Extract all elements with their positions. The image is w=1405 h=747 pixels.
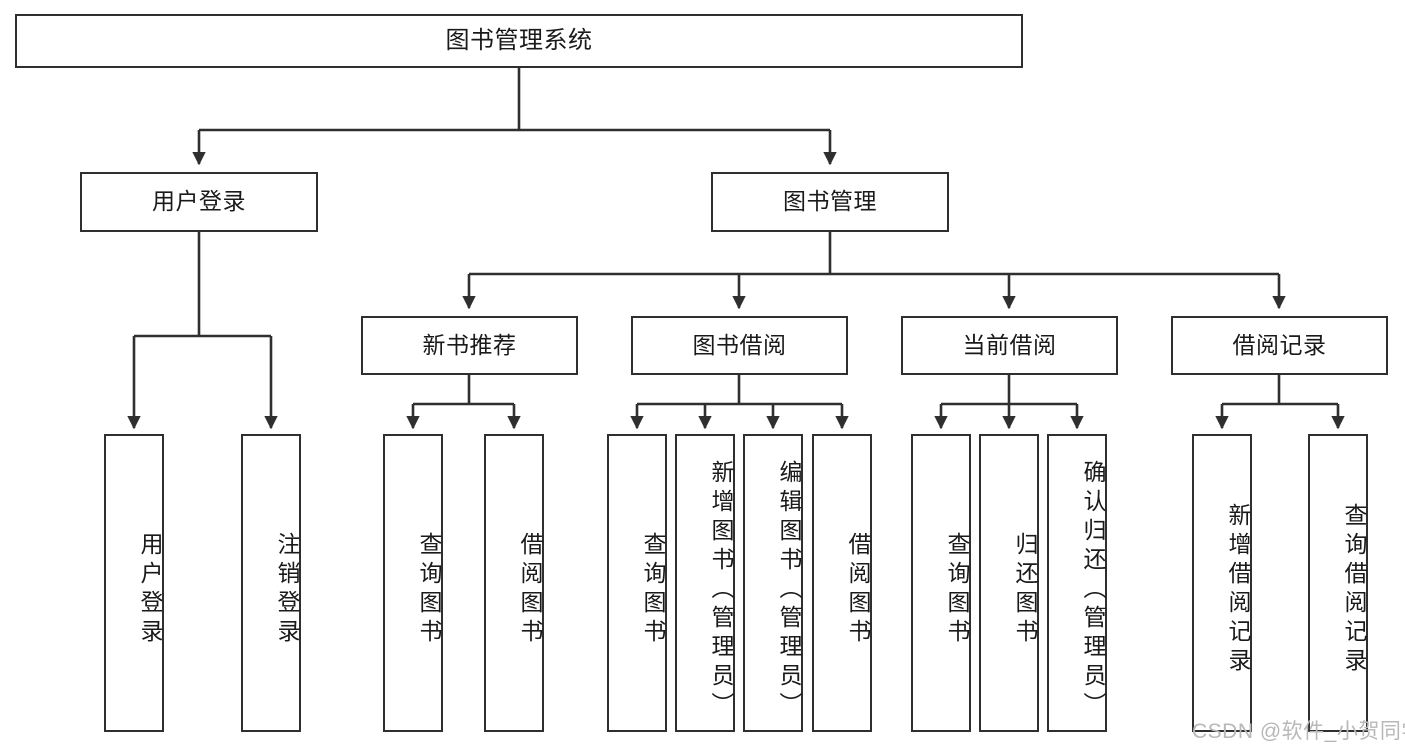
node-leaf-borrow-book-2-label: 借阅图书	[845, 532, 871, 648]
node-book-borrow-label: 图书借阅	[692, 331, 787, 358]
node-current-borrow-label: 当前借阅	[962, 331, 1057, 358]
node-leaf-query-book-2-label: 查询图书	[640, 532, 666, 648]
node-leaf-query-book-3-label: 查询图书	[944, 532, 970, 648]
node-leaf-borrow-book-2[interactable]: 借阅图书	[812, 434, 872, 732]
node-leaf-confirm-return-label: 确认归还（管理员）	[1080, 459, 1106, 721]
node-leaf-edit-book[interactable]: 编辑图书（管理员）	[743, 434, 803, 732]
node-leaf-add-record[interactable]: 新增借阅记录	[1192, 434, 1252, 732]
node-leaf-query-book-3[interactable]: 查询图书	[911, 434, 971, 732]
node-current-borrow[interactable]: 当前借阅	[901, 316, 1118, 375]
node-leaf-return-book-label: 归还图书	[1012, 532, 1038, 648]
node-leaf-return-book[interactable]: 归还图书	[979, 434, 1039, 732]
node-book-manage[interactable]: 图书管理	[711, 172, 949, 232]
node-leaf-user-login[interactable]: 用户登录	[104, 434, 164, 732]
node-root[interactable]: 图书管理系统	[15, 14, 1023, 68]
node-leaf-borrow-book-1[interactable]: 借阅图书	[484, 434, 544, 732]
node-user-login[interactable]: 用户登录	[80, 172, 318, 232]
node-leaf-user-logout[interactable]: 注销登录	[241, 434, 301, 732]
node-leaf-add-record-label: 新增借阅记录	[1225, 503, 1251, 677]
node-leaf-add-book[interactable]: 新增图书（管理员）	[675, 434, 735, 732]
node-book-manage-label: 图书管理	[783, 188, 877, 215]
node-new-book-recommend-label: 新书推荐	[422, 331, 517, 358]
node-root-label: 图书管理系统	[445, 26, 593, 54]
node-borrow-record-label: 借阅记录	[1232, 331, 1327, 358]
node-new-book-recommend[interactable]: 新书推荐	[361, 316, 578, 375]
node-leaf-user-login-label: 用户登录	[137, 532, 163, 648]
node-leaf-query-book-1[interactable]: 查询图书	[383, 434, 443, 732]
node-user-login-label: 用户登录	[152, 188, 246, 215]
node-leaf-edit-book-label: 编辑图书（管理员）	[776, 459, 802, 721]
node-leaf-add-book-label: 新增图书（管理员）	[708, 459, 734, 721]
csdn-watermark: CSDN @软件_小贺同学	[1192, 720, 1405, 743]
node-leaf-query-record-label: 查询借阅记录	[1341, 503, 1367, 677]
node-leaf-query-book-2[interactable]: 查询图书	[607, 434, 667, 732]
node-leaf-borrow-book-1-label: 借阅图书	[517, 532, 543, 648]
node-leaf-query-book-1-label: 查询图书	[416, 532, 442, 648]
node-leaf-user-logout-label: 注销登录	[274, 532, 300, 648]
node-leaf-query-record[interactable]: 查询借阅记录	[1308, 434, 1368, 732]
node-leaf-confirm-return[interactable]: 确认归还（管理员）	[1047, 434, 1107, 732]
node-borrow-record[interactable]: 借阅记录	[1171, 316, 1388, 375]
node-book-borrow[interactable]: 图书借阅	[631, 316, 848, 375]
